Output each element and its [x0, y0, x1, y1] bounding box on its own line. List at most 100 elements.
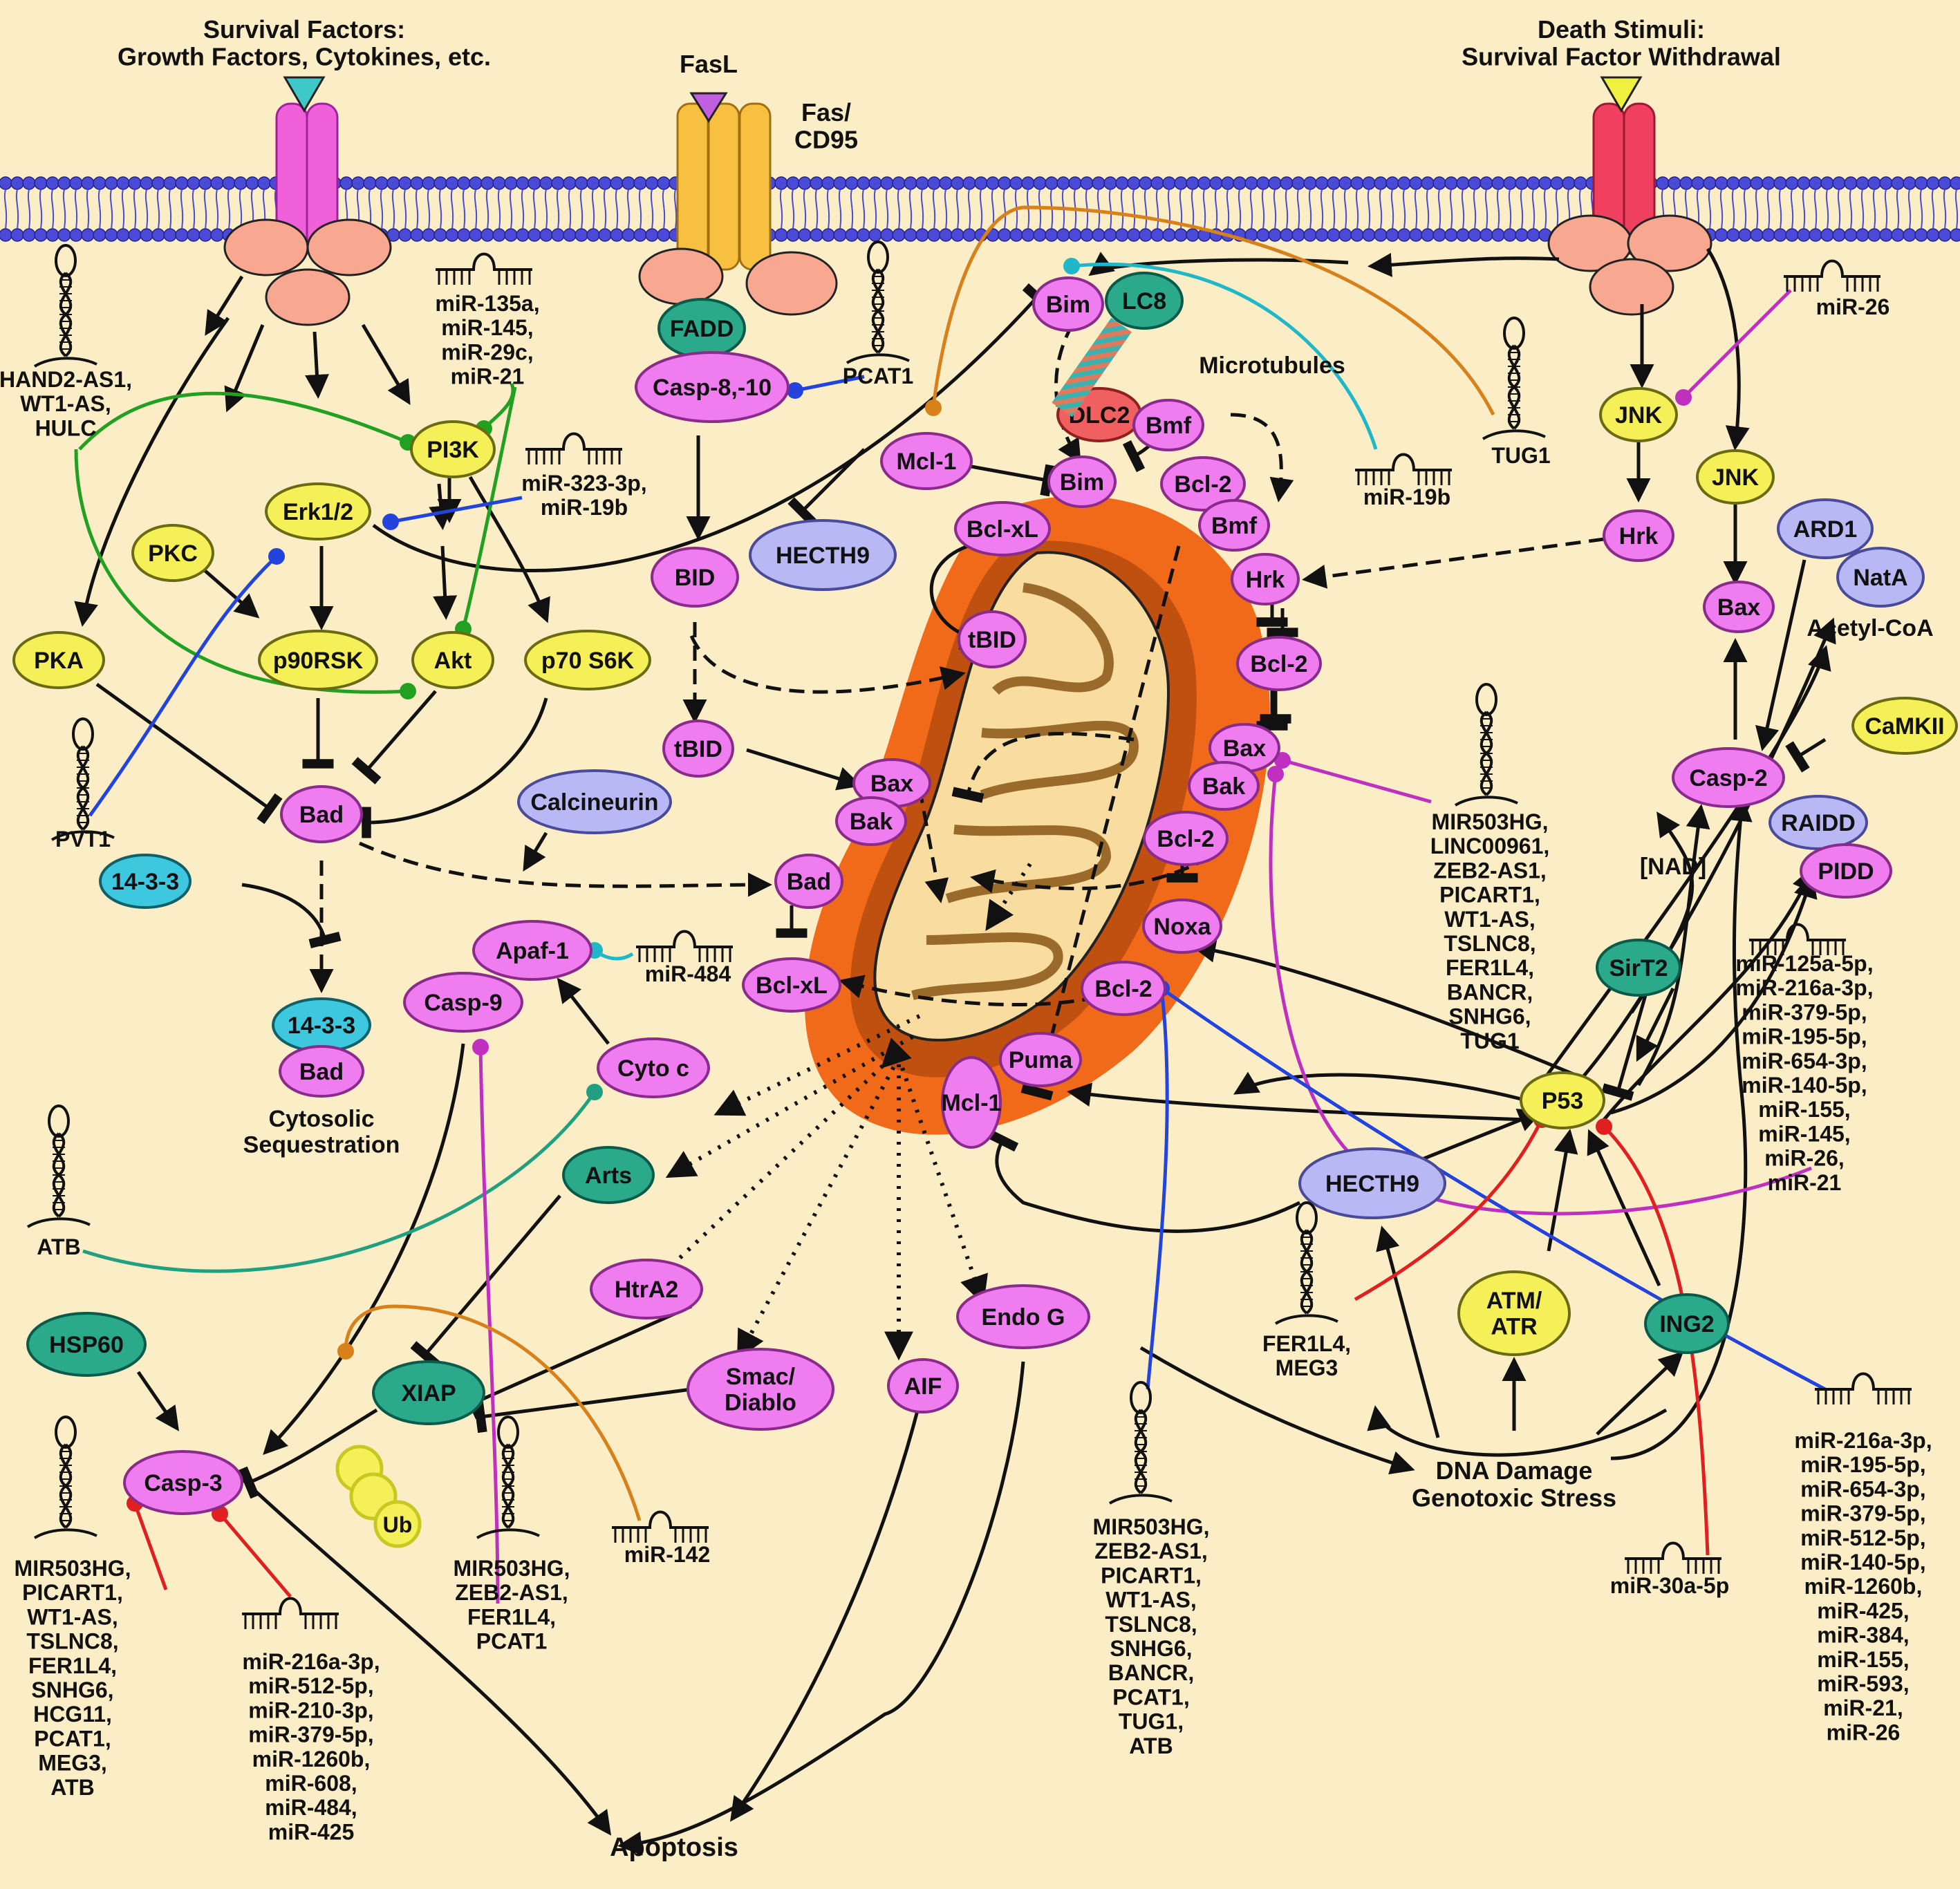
node-tbid-label: tBID	[674, 736, 722, 762]
mirna-list: miR-323-3p,	[521, 471, 646, 496]
node-xiap-label: XIAP	[401, 1380, 456, 1407]
node-bax_r-label: Bax	[1223, 735, 1266, 762]
activation-arrow	[136, 1371, 179, 1431]
node-casp3-label: Casp-3	[144, 1470, 222, 1496]
node-casp9-label: Casp-9	[424, 990, 502, 1016]
translocation-arrow	[358, 841, 772, 897]
node-bmf_mid-label: Bmf	[1211, 513, 1258, 539]
mirna-list: miR-425	[268, 1819, 355, 1844]
translocation-arrow	[970, 855, 1211, 894]
node-p53: P53	[1520, 1071, 1605, 1129]
microtubules-label: Microtubules	[1199, 353, 1345, 379]
survival-factors-title: Survival Factors:	[203, 15, 405, 44]
node-hrk_mito-label: Hrk	[1246, 567, 1285, 593]
node-bak_mito: Bak	[835, 796, 907, 846]
mirna-list: miR-195-5p,	[1742, 1024, 1867, 1049]
mirna-list: miR-654-3p,	[1742, 1049, 1867, 1073]
node-bim_mid: Bim	[1047, 455, 1117, 508]
activation-arrow	[1067, 1082, 1529, 1122]
node-p70s6k-label: p70 S6K	[541, 648, 635, 674]
node-lc8-label: LC8	[1122, 288, 1166, 314]
node-bcl2_c: Bcl-2	[1143, 811, 1229, 866]
ub-label: Ub	[383, 1512, 413, 1537]
fas-receptor	[676, 92, 772, 271]
node-hrk_mito: Hrk	[1231, 553, 1300, 605]
node-casp810: Casp-8,-10	[635, 351, 790, 423]
node-puma-label: Puma	[1009, 1047, 1074, 1073]
lncrna-list: HCG11,	[33, 1702, 112, 1727]
mirna-list: miR-26	[1827, 1720, 1901, 1745]
receptor-domain	[223, 218, 309, 276]
receptor-domain	[638, 247, 724, 306]
lncrna-inhibition	[925, 205, 1495, 416]
mirna-list: miR-484,	[265, 1795, 357, 1820]
node-hecth9_low: HECTH9	[1298, 1147, 1446, 1219]
node-casp3: Casp-3	[123, 1450, 243, 1515]
lncrna-list: ZEB2-AS1,	[1433, 858, 1547, 883]
node-noxa: Noxa	[1142, 899, 1222, 954]
node-bim_top: Bim	[1032, 276, 1104, 332]
node-raidd: RAIDD	[1768, 795, 1868, 850]
node-casp2: Casp-2	[1672, 747, 1785, 808]
lncrna-label: ATB	[37, 1234, 80, 1259]
lncrna-list: SNHG6,	[31, 1677, 113, 1702]
receptor-domain	[745, 251, 838, 316]
activation-arrow	[1191, 938, 1584, 1080]
node-bim_top-label: Bim	[1046, 292, 1090, 318]
nad-label: [NAD]	[1640, 854, 1706, 880]
node-ing2-label: ING2	[1659, 1311, 1714, 1337]
mirna-list: miR-216a-3p,	[242, 1649, 380, 1674]
node-mcl1_top-label: Mcl-1	[897, 449, 957, 475]
lncrna-inhibition	[88, 548, 285, 817]
activation-arrow	[1755, 559, 1807, 751]
node-smac-label: Diablo	[725, 1390, 796, 1416]
node-erk: Erk1/2	[265, 482, 371, 541]
node-hecth9_top: HECTH9	[749, 519, 897, 591]
inhibition-edge	[787, 448, 866, 526]
node-bcl2_a: Bcl-2	[1160, 456, 1246, 511]
acetyl-coa-label: Acetyl-CoA	[1807, 615, 1933, 641]
node-noxa-label: Noxa	[1153, 914, 1211, 940]
node-hsp60: HSP60	[26, 1312, 147, 1377]
node-nata: NatA	[1836, 547, 1925, 608]
node-mcl1_top: Mcl-1	[880, 432, 973, 490]
node-hrk1-label: Hrk	[1619, 523, 1659, 549]
lncrna-icon	[33, 244, 97, 368]
activation-arrow	[730, 1402, 922, 1822]
survival-receptor	[275, 76, 339, 257]
inhibition-edge	[929, 544, 978, 652]
mirna-list: miR-512-5p,	[248, 1673, 373, 1698]
activation-arrow	[1533, 645, 1831, 1093]
node-pka: PKA	[12, 631, 105, 689]
translocation-arrow	[1230, 413, 1294, 502]
activation-arrow	[1610, 797, 1753, 1460]
node-smac-label: Smac/	[726, 1364, 796, 1390]
lncrna-label: TUG1	[1491, 443, 1550, 468]
activation-arrow	[557, 977, 610, 1045]
node-jnk1-label: JNK	[1615, 402, 1662, 429]
node-calcineurin-label: Calcineurin	[530, 789, 658, 816]
node-camkii: CaMKII	[1851, 697, 1958, 755]
node-pidd-label: PIDD	[1818, 858, 1874, 885]
lncrna-list: FER1L4,	[1262, 1331, 1351, 1356]
lncrna-list: LINC00961,	[1430, 834, 1550, 858]
activation-arrow	[205, 275, 244, 336]
inhibition-edge	[410, 1194, 561, 1369]
inhibition-edge	[1601, 995, 1648, 1101]
node-cytoc: Cyto c	[597, 1037, 710, 1098]
lncrna-list: FER1L4,	[467, 1604, 556, 1629]
node-endog-label: Endo G	[982, 1304, 1065, 1331]
mirna-list: miR-1260b,	[1804, 1574, 1923, 1599]
lncrna-list: FER1L4,	[1446, 955, 1534, 980]
activation-arrow	[1368, 252, 1560, 277]
activation-arrow	[1554, 617, 1836, 1107]
node-bcl2_a-label: Bcl-2	[1174, 471, 1231, 498]
lncrna-icon	[476, 1416, 540, 1539]
node-aif-label: AIF	[904, 1373, 942, 1400]
node-pka-label: PKA	[34, 648, 84, 674]
mirna-icon	[525, 432, 622, 464]
lncrna-list: WT1-AS,	[1444, 907, 1536, 932]
node-raidd-label: RAIDD	[1781, 810, 1856, 836]
